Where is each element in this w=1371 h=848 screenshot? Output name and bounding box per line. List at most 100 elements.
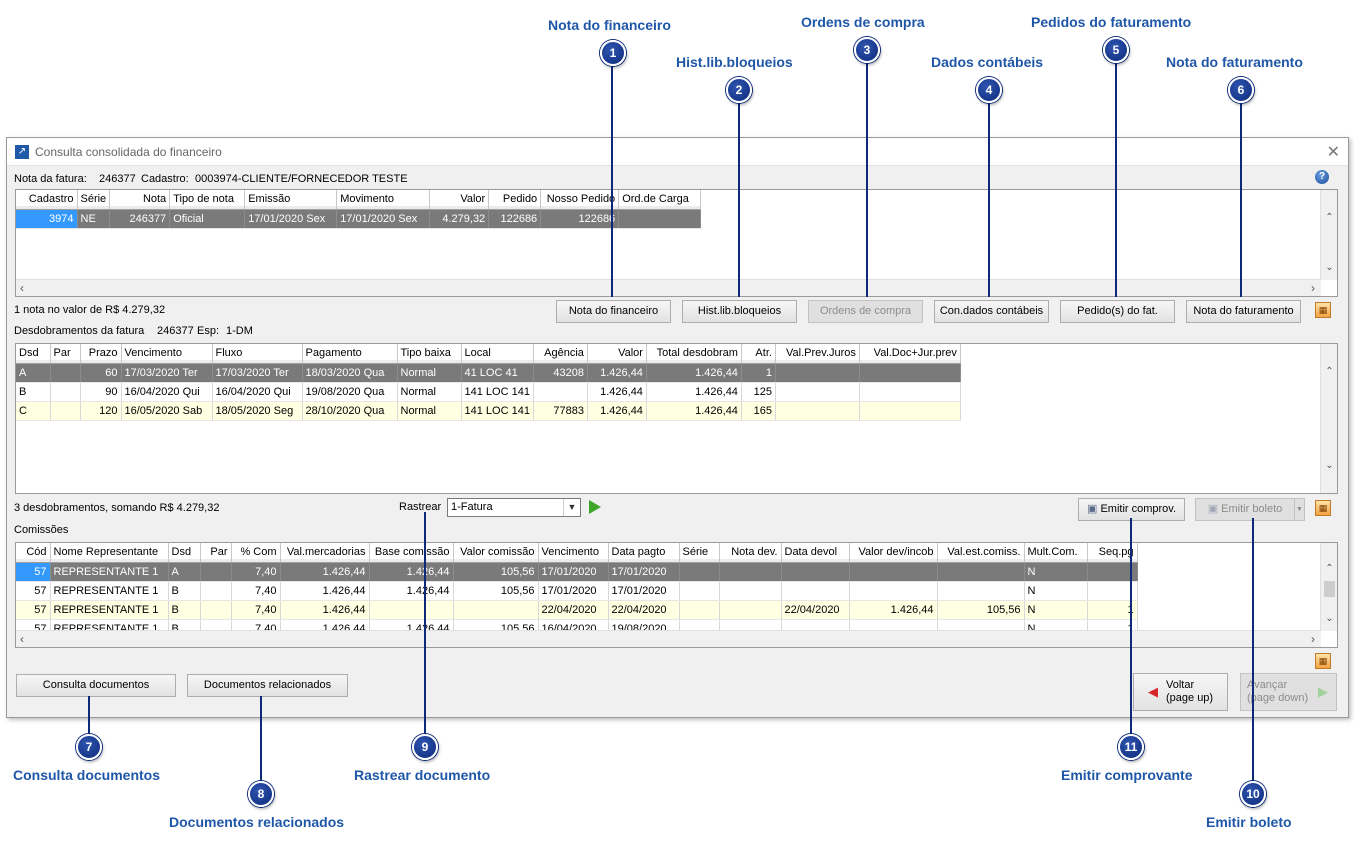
table-cell[interactable] bbox=[679, 562, 720, 582]
table-cell[interactable] bbox=[849, 581, 938, 601]
table-cell[interactable]: 122686 bbox=[488, 209, 542, 229]
table-cell[interactable]: 18/05/2020 Seg bbox=[212, 401, 303, 421]
table-cell[interactable]: 17/01/2020 bbox=[608, 562, 680, 582]
col-header[interactable]: Data pagto bbox=[608, 543, 680, 563]
col-header[interactable]: Nome Representante bbox=[50, 543, 169, 563]
col-header[interactable]: Prazo bbox=[80, 344, 122, 364]
table-cell[interactable]: 1.426,44 bbox=[646, 401, 742, 421]
scroll-right-icon[interactable]: › bbox=[1311, 632, 1315, 646]
comissoes-vertical-scrollbar[interactable]: ⌃ ⌄ bbox=[1320, 543, 1337, 631]
table-cell[interactable]: B bbox=[16, 382, 51, 402]
table-cell[interactable] bbox=[781, 581, 850, 601]
table-cell[interactable] bbox=[50, 382, 81, 402]
table-cell[interactable]: 17/01/2020 Sex bbox=[244, 209, 338, 229]
help-icon[interactable]: ? bbox=[1315, 170, 1329, 184]
col-header[interactable]: Fluxo bbox=[212, 344, 303, 364]
table-cell[interactable]: 1.426,44 bbox=[849, 600, 938, 620]
table-cell[interactable]: 7,40 bbox=[231, 562, 281, 582]
table-cell[interactable] bbox=[849, 562, 938, 582]
table-cell[interactable]: B bbox=[168, 581, 201, 601]
table-cell[interactable]: 28/10/2020 Qua bbox=[302, 401, 398, 421]
table-cell[interactable]: 57 bbox=[16, 562, 51, 582]
col-header[interactable]: Total desdobram bbox=[646, 344, 742, 364]
table-cell[interactable] bbox=[859, 401, 961, 421]
table-cell[interactable] bbox=[50, 401, 81, 421]
table-cell[interactable]: 90 bbox=[80, 382, 122, 402]
scroll-up-icon[interactable]: ⌃ bbox=[1325, 212, 1334, 223]
table-row[interactable]: 57 REPRESENTANTE 1 A 7,40 1.426,44 1.426… bbox=[16, 562, 1138, 582]
col-header[interactable]: Nota bbox=[109, 190, 171, 210]
table-cell[interactable]: 1.426,44 bbox=[280, 581, 370, 601]
table-cell[interactable]: C bbox=[16, 401, 51, 421]
table-cell[interactable] bbox=[775, 382, 860, 402]
table-cell[interactable] bbox=[719, 562, 782, 582]
table-cell[interactable] bbox=[200, 581, 232, 601]
col-header[interactable]: Dsd bbox=[168, 543, 201, 563]
notes-vertical-scrollbar[interactable]: ⌃ ⌄ bbox=[1320, 190, 1337, 280]
col-header[interactable]: Ord.de Carga bbox=[618, 190, 702, 210]
table-cell[interactable] bbox=[719, 581, 782, 601]
table-cell[interactable]: N bbox=[1024, 562, 1088, 582]
col-header[interactable]: Val.Doc+Jur.prev bbox=[859, 344, 961, 364]
col-header[interactable]: Série bbox=[679, 543, 720, 563]
col-header[interactable]: Série bbox=[77, 190, 111, 210]
table-cell[interactable]: 1.426,44 bbox=[369, 581, 454, 601]
export-icon[interactable]: ▦ bbox=[1315, 500, 1331, 516]
table-cell[interactable]: 141 LOC 141 bbox=[461, 382, 534, 402]
table-cell[interactable] bbox=[618, 209, 702, 229]
scroll-thumb[interactable] bbox=[1324, 581, 1335, 597]
table-cell[interactable] bbox=[859, 382, 961, 402]
scroll-right-icon[interactable]: › bbox=[1311, 281, 1315, 295]
table-cell[interactable]: 16/04/2020 Qui bbox=[121, 382, 213, 402]
table-cell[interactable]: 22/04/2020 bbox=[781, 600, 850, 620]
table-row[interactable]: 57 REPRESENTANTE 1 B 7,40 1.426,44 22/04… bbox=[16, 600, 1138, 620]
col-header[interactable]: Par bbox=[200, 543, 232, 563]
table-cell[interactable]: 17/01/2020 Sex bbox=[336, 209, 431, 229]
col-header[interactable]: Vencimento bbox=[538, 543, 609, 563]
col-header[interactable]: Par bbox=[50, 344, 81, 364]
col-header[interactable]: Dsd bbox=[16, 344, 51, 364]
emitir-boleto-dropdown[interactable]: ▼ bbox=[1294, 498, 1305, 521]
col-header[interactable]: Valor comissão bbox=[453, 543, 539, 563]
table-cell[interactable]: 17/03/2020 Ter bbox=[121, 363, 213, 383]
col-header[interactable]: Pedido bbox=[488, 190, 542, 210]
dados-contabeis-button[interactable]: Con.dados contábeis bbox=[934, 300, 1049, 323]
table-cell[interactable] bbox=[453, 600, 539, 620]
col-header[interactable]: Vencimento bbox=[121, 344, 213, 364]
table-cell[interactable]: 125 bbox=[741, 382, 776, 402]
table-row[interactable]: 3974 NE 246377 Oficial 17/01/2020 Sex 17… bbox=[16, 209, 702, 229]
table-cell[interactable]: REPRESENTANTE 1 bbox=[50, 581, 169, 601]
table-cell[interactable]: 22/04/2020 bbox=[608, 600, 680, 620]
rastrear-select[interactable]: 1-Fatura ▼ bbox=[447, 498, 581, 517]
avancar-button[interactable]: Avançar (page down) ▶ bbox=[1240, 673, 1337, 711]
col-header[interactable]: Pagamento bbox=[302, 344, 398, 364]
scroll-down-icon[interactable]: ⌄ bbox=[1325, 613, 1334, 624]
table-cell[interactable]: N bbox=[1024, 600, 1088, 620]
table-row[interactable]: B 90 16/04/2020 Qui 16/04/2020 Qui 19/08… bbox=[16, 382, 961, 402]
table-cell[interactable] bbox=[859, 363, 961, 383]
table-cell[interactable]: 1 bbox=[741, 363, 776, 383]
table-cell[interactable]: NE bbox=[77, 209, 111, 229]
col-header[interactable]: Val.Prev.Juros bbox=[775, 344, 860, 364]
col-header[interactable]: Nosso Pedido bbox=[540, 190, 620, 210]
table-cell[interactable]: Normal bbox=[397, 363, 462, 383]
table-cell[interactable] bbox=[679, 581, 720, 601]
table-cell[interactable]: N bbox=[1024, 581, 1088, 601]
table-row[interactable]: A 60 17/03/2020 Ter 17/03/2020 Ter 18/03… bbox=[16, 363, 961, 383]
table-cell[interactable]: 246377 bbox=[109, 209, 171, 229]
table-cell[interactable] bbox=[50, 363, 81, 383]
table-cell[interactable]: A bbox=[16, 363, 51, 383]
table-cell[interactable]: 16/04/2020 Qui bbox=[212, 382, 303, 402]
play-icon[interactable] bbox=[589, 500, 601, 514]
table-cell[interactable]: 77883 bbox=[533, 401, 588, 421]
table-cell[interactable]: 165 bbox=[741, 401, 776, 421]
col-header[interactable]: Nota dev. bbox=[719, 543, 782, 563]
col-header[interactable]: Valor bbox=[587, 344, 647, 364]
table-cell[interactable]: 57 bbox=[16, 581, 51, 601]
table-cell[interactable]: 105,56 bbox=[937, 600, 1025, 620]
table-cell[interactable]: 18/03/2020 Qua bbox=[302, 363, 398, 383]
table-cell[interactable]: 7,40 bbox=[231, 581, 281, 601]
col-header[interactable]: Movimento bbox=[336, 190, 431, 210]
table-row[interactable]: 57 REPRESENTANTE 1 B 7,40 1.426,44 1.426… bbox=[16, 581, 1138, 601]
table-cell[interactable] bbox=[781, 562, 850, 582]
